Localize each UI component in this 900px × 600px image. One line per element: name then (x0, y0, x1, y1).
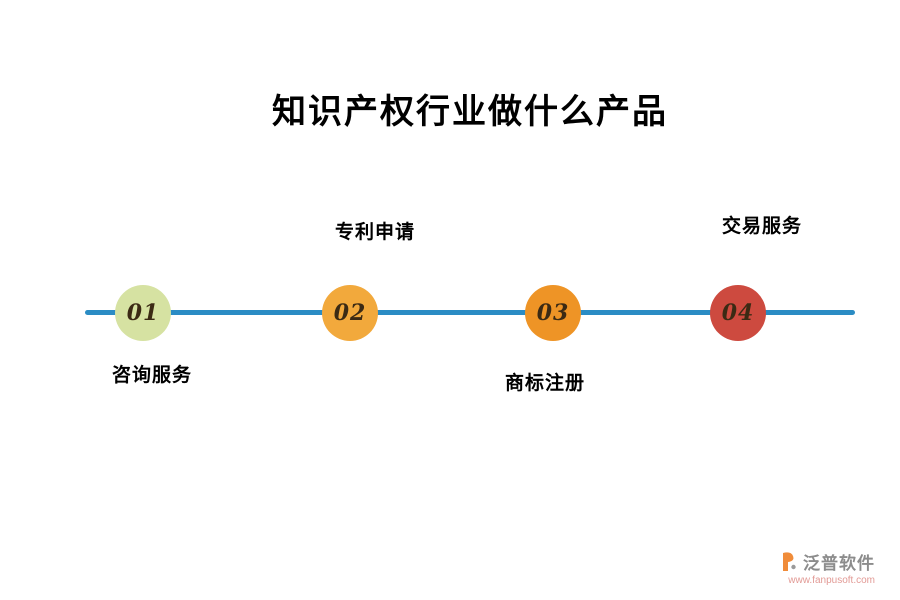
node-number: 03 (536, 300, 570, 326)
timeline-line (85, 310, 855, 315)
node-number: 04 (721, 300, 755, 326)
node-number: 02 (333, 300, 367, 326)
timeline-node-04: 04 (710, 285, 766, 341)
timeline-node-03: 03 (525, 285, 581, 341)
stage-label-consulting: 咨询服务 (111, 364, 193, 386)
timeline-node-02: 02 (322, 285, 378, 341)
url-text: www.fanpusoft.com (788, 575, 875, 586)
stage-label-patent: 专利申请 (334, 221, 416, 243)
timeline-node-01: 01 (115, 285, 171, 341)
stage-label-trading: 交易服务 (721, 215, 803, 237)
node-number: 01 (126, 300, 160, 326)
watermark: 泛普软件 www.fanpusoft.com (779, 549, 875, 586)
brand-text: 泛普软件 (803, 554, 875, 573)
fanpu-logo-icon (779, 551, 799, 573)
page-title: 知识产权行业做什么产品 (272, 92, 668, 132)
stage-label-trademark: 商标注册 (504, 372, 586, 394)
